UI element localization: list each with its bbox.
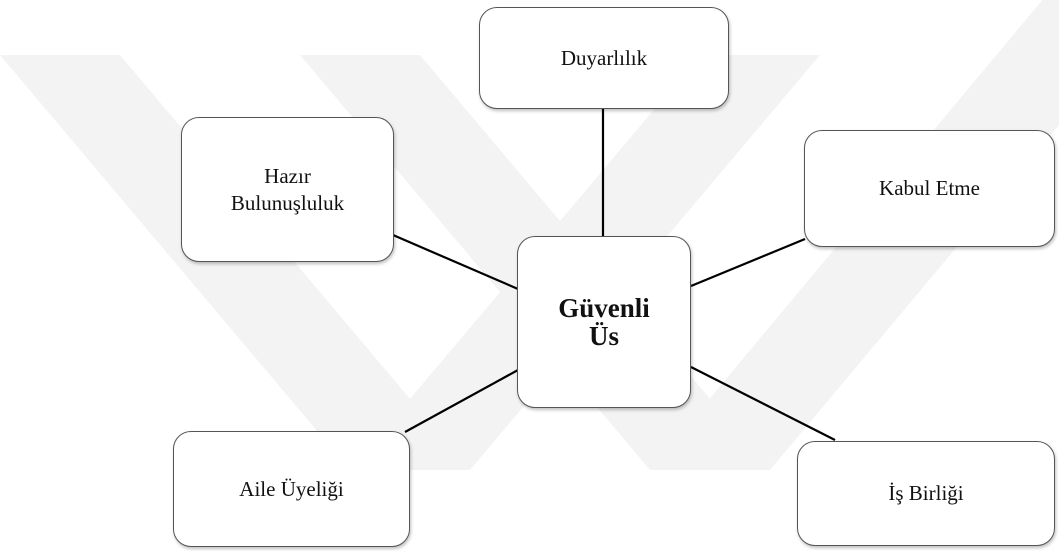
node-hazir-label-line1: Hazır	[264, 164, 311, 189]
node-hazir-bulunusluluk: Hazır Bulunuşluluk	[181, 117, 394, 262]
node-kabul-etme: Kabul Etme	[804, 130, 1055, 247]
node-aile-uyeligi: Aile Üyeliği	[173, 431, 410, 547]
node-aile-uyeligi-label: Aile Üyeliği	[239, 476, 344, 501]
node-is-birligi: İş Birliği	[797, 441, 1055, 546]
node-guvenli-us: Güvenli Üs	[517, 236, 691, 408]
connector-upper-right	[690, 237, 806, 288]
connector-upper-left	[392, 233, 519, 291]
center-label-line2: Üs	[588, 321, 619, 351]
node-kabul-etme-label: Kabul Etme	[879, 176, 980, 201]
node-duyarlilik-label: Duyarlılık	[560, 45, 648, 70]
connector-lower-right	[690, 366, 836, 441]
node-hazir-label-line2: Bulunuşluluk	[230, 190, 345, 215]
connector-lower-left	[404, 369, 519, 433]
watermark-stroke-left-a	[0, 55, 470, 470]
center-label-line1: Güvenli	[558, 292, 650, 323]
node-is-birligi-label: İş Birliği	[888, 481, 964, 506]
node-duyarlilik: Duyarlılık	[479, 7, 729, 109]
